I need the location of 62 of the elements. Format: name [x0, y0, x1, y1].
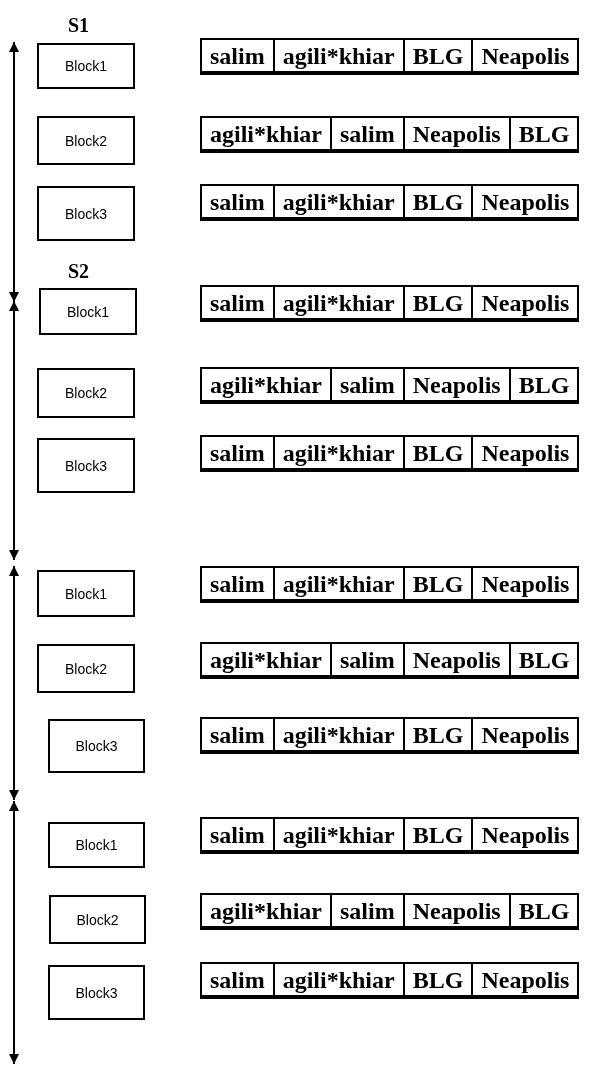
site-label: S1	[68, 14, 90, 36]
site-label: S2	[68, 260, 90, 282]
block-box: Block2	[37, 644, 135, 693]
block-box: Block1	[39, 288, 137, 335]
variety-plot: agili*khiar	[272, 817, 405, 854]
variety-plot: Neapolis	[402, 642, 511, 679]
variety-plot: BLG	[402, 285, 474, 322]
variety-plot: agili*khiar	[200, 893, 333, 930]
variety-plot: Neapolis	[471, 717, 580, 754]
variety-plot: agili*khiar	[200, 367, 333, 404]
variety-plot: BLG	[508, 116, 580, 153]
variety-plot: Neapolis	[402, 116, 511, 153]
variety-plot: Neapolis	[471, 285, 580, 322]
block-box: Block3	[37, 186, 135, 241]
variety-plot: BLG	[402, 962, 474, 999]
variety-plot: Neapolis	[471, 566, 580, 603]
variety-plot: BLG	[402, 817, 474, 854]
variety-plot: agili*khiar	[272, 285, 405, 322]
block-box: Block1	[37, 570, 135, 617]
variety-plot: agili*khiar	[200, 116, 333, 153]
block-box: Block3	[48, 965, 145, 1020]
variety-plot: agili*khiar	[200, 642, 333, 679]
block-box: Block1	[48, 822, 145, 868]
variety-plot: Neapolis	[402, 367, 511, 404]
variety-plot: Neapolis	[471, 962, 580, 999]
variety-plot: BLG	[508, 367, 580, 404]
variety-plot: BLG	[508, 893, 580, 930]
variety-plot: agili*khiar	[272, 717, 405, 754]
variety-plot: Neapolis	[471, 38, 580, 75]
variety-plot: agili*khiar	[272, 38, 405, 75]
variety-plot: Neapolis	[471, 435, 580, 472]
block-box: Block3	[48, 719, 145, 773]
variety-plot: salim	[330, 642, 405, 679]
variety-plot: agili*khiar	[272, 566, 405, 603]
variety-plot: BLG	[402, 38, 474, 75]
block-box: Block2	[37, 116, 135, 165]
variety-plot: Neapolis	[471, 817, 580, 854]
block-box: Block3	[37, 438, 135, 493]
variety-plot: BLG	[402, 184, 474, 221]
variety-plot: salim	[200, 717, 275, 754]
variety-plot: salim	[200, 817, 275, 854]
variety-plot: agili*khiar	[272, 184, 405, 221]
variety-plot: BLG	[402, 566, 474, 603]
variety-plot: agili*khiar	[272, 962, 405, 999]
variety-plot: agili*khiar	[272, 435, 405, 472]
variety-plot: BLG	[402, 435, 474, 472]
variety-plot: Neapolis	[471, 184, 580, 221]
variety-plot: salim	[330, 116, 405, 153]
variety-plot: salim	[330, 367, 405, 404]
variety-plot: BLG	[508, 642, 580, 679]
variety-plot: salim	[200, 285, 275, 322]
variety-plot: salim	[330, 893, 405, 930]
variety-plot: salim	[200, 38, 275, 75]
variety-plot: salim	[200, 184, 275, 221]
variety-plot: salim	[200, 962, 275, 999]
variety-plot: salim	[200, 566, 275, 603]
block-box: Block2	[37, 368, 135, 418]
block-box: Block2	[49, 895, 146, 944]
variety-plot: BLG	[402, 717, 474, 754]
variety-plot: Neapolis	[402, 893, 511, 930]
block-box: Block1	[37, 43, 135, 89]
variety-plot: salim	[200, 435, 275, 472]
